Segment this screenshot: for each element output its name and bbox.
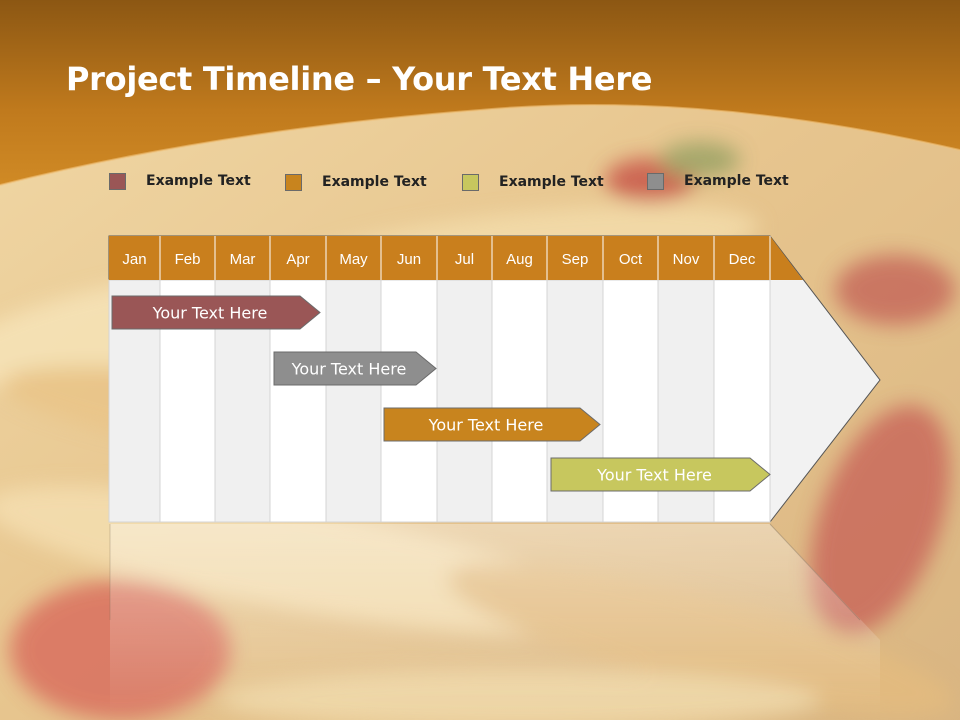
legend-item-4: Example Text — [647, 170, 789, 192]
month-column-jul — [436, 279, 493, 523]
month-label-oct: Oct — [619, 251, 643, 268]
title-rest: – Your Text Here — [354, 60, 653, 98]
month-label-may: May — [339, 251, 368, 268]
month-label-dec: Dec — [729, 251, 756, 268]
month-header-band — [109, 236, 803, 280]
task-bar-2[interactable]: Your Text Here — [273, 351, 437, 386]
legend-item-1: Example Text — [109, 170, 251, 192]
legend-label: Example Text — [684, 173, 789, 189]
legend-swatch — [109, 172, 126, 190]
legend-item-2: Example Text — [285, 171, 427, 193]
task-arrow-shape — [383, 407, 601, 442]
task-bar-1[interactable]: Your Text Here — [111, 295, 321, 330]
task-bar-4[interactable]: Your Text Here — [550, 457, 771, 492]
legend-label: Example Text — [322, 174, 427, 190]
month-label-aug: Aug — [506, 251, 533, 268]
reflection-edge — [769, 523, 861, 621]
task-bar-3[interactable]: Your Text Here — [383, 407, 601, 442]
month-label-jan: Jan — [122, 251, 146, 268]
task-label: Your Text Here — [596, 466, 712, 485]
legend-label: Example Text — [499, 174, 604, 190]
month-column-jun — [380, 279, 438, 523]
month-labels: Jan Feb Mar Apr May Jun Jul Aug Sep Oct Nov Dec — [122, 251, 755, 268]
month-label-feb: Feb — [175, 251, 201, 268]
legend-swatch — [647, 172, 664, 190]
task-arrow-shape — [273, 351, 437, 386]
month-column-may — [325, 279, 382, 523]
month-label-sep: Sep — [562, 251, 589, 268]
month-label-jun: Jun — [397, 251, 421, 268]
legend-label: Example Text — [146, 173, 251, 189]
page-title: Project Timeline – Your Text Here — [66, 60, 653, 98]
task-arrow-shape — [111, 295, 321, 330]
task-label: Your Text Here — [152, 304, 268, 323]
month-column-aug — [491, 279, 548, 523]
month-label-apr: Apr — [286, 251, 309, 268]
month-label-mar: Mar — [230, 251, 256, 268]
title-bold: Project Timeline — [66, 60, 355, 98]
legend-item-3: Example Text — [462, 171, 604, 193]
task-label: Your Text Here — [428, 416, 544, 435]
month-label-jul: Jul — [455, 251, 474, 268]
timeline-reflection — [110, 524, 880, 720]
legend-swatch — [285, 173, 302, 191]
month-label-nov: Nov — [673, 251, 700, 268]
month-header-dividers — [159, 236, 771, 280]
legend-swatch — [462, 173, 479, 191]
task-arrow-shape — [550, 457, 771, 492]
task-label: Your Text Here — [291, 360, 407, 379]
